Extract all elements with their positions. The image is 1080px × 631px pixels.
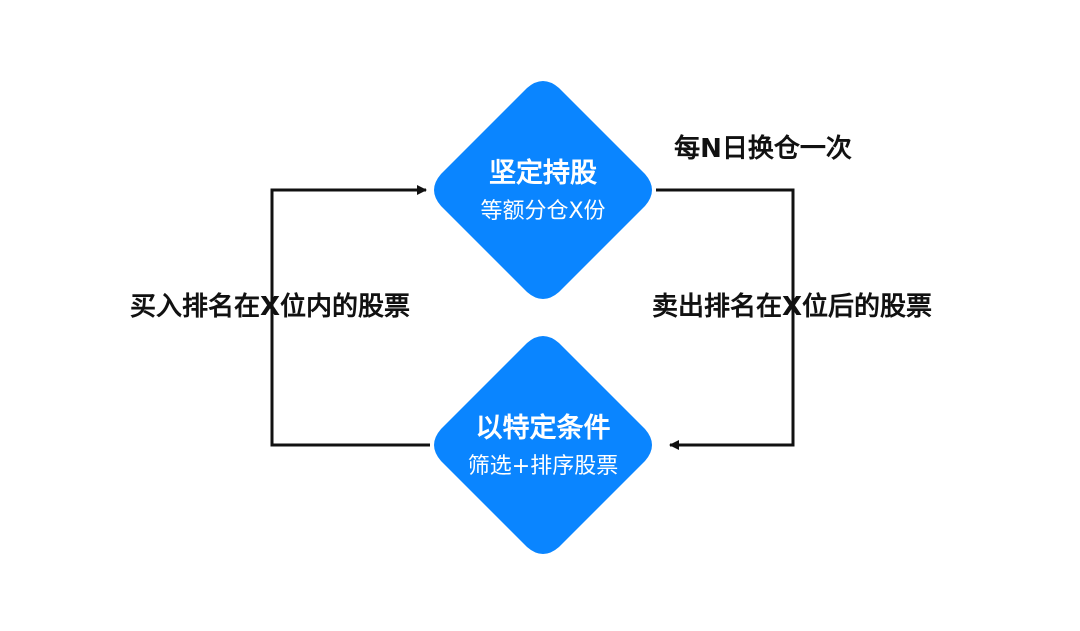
sell-label: 卖出排名在X位后的股票 [652,291,932,322]
buy-connector-arrow [270,185,430,447]
screen-subtitle: 筛选+排序股票 [468,454,618,479]
sell-connector-arrow [656,188,795,450]
buy-label: 买入排名在X位内的股票 [130,291,410,322]
rebalance-label: 每N日换仓一次 [674,133,852,164]
hold-diamond [434,81,652,299]
screen-title: 以特定条件 [476,412,611,444]
hold-subtitle: 等额分仓X份 [480,199,605,224]
screen-diamond [434,336,652,554]
hold-title: 坚定持股 [489,157,597,189]
